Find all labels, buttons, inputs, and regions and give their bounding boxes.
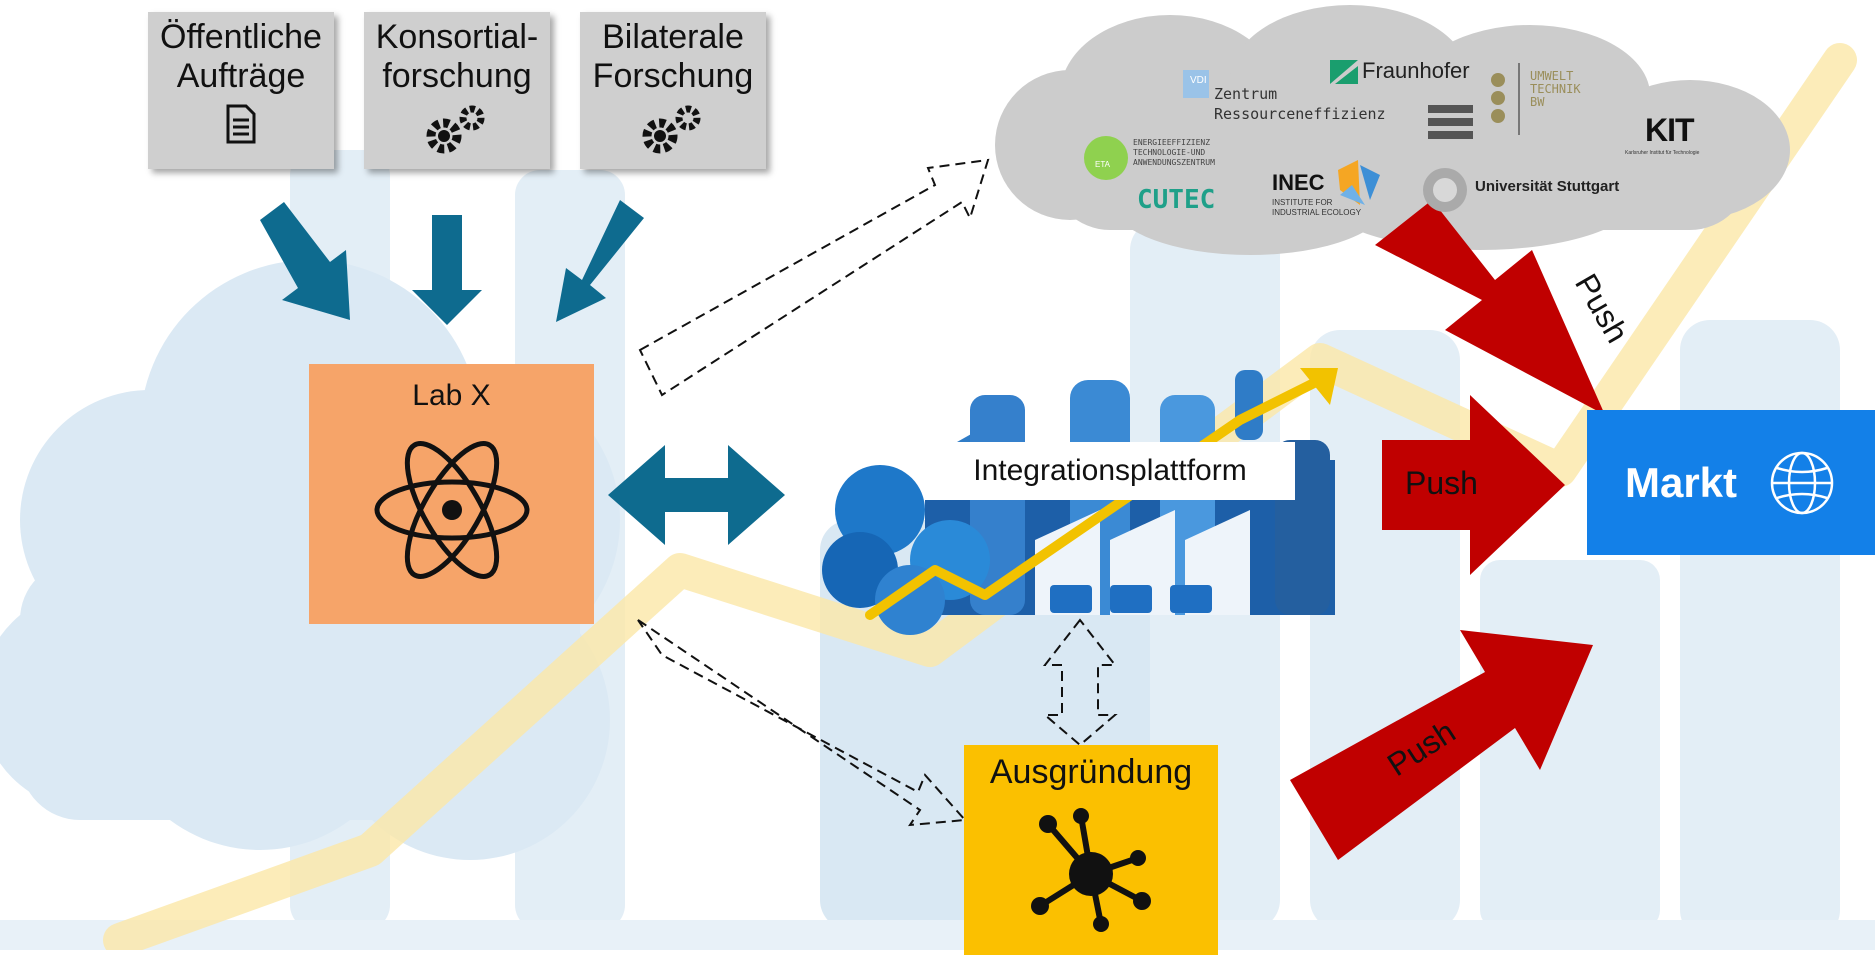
push-arrows xyxy=(1290,200,1605,860)
logo-graphics xyxy=(1084,60,1520,212)
funding-box-consortial: Konsortial- forschung xyxy=(364,12,550,169)
spinoff-box: Ausgründung xyxy=(964,745,1218,955)
document-icon xyxy=(226,104,256,144)
kit-subtitle: Karlsruher Institut für Technologie xyxy=(1625,150,1700,156)
funding-line1: Öffentliche xyxy=(160,18,322,56)
eta-logo-text: ETA xyxy=(1095,160,1110,169)
market-label: Markt xyxy=(1624,458,1738,506)
funding-box-public: Öffentliche Aufträge xyxy=(148,12,334,169)
lab-box: Lab X xyxy=(309,364,594,624)
gears-icon xyxy=(642,105,701,154)
funding-line2: Aufträge xyxy=(176,57,306,95)
vdi-zentrum-text: Zentrum xyxy=(1214,85,1278,103)
fraunhofer-logo-mark xyxy=(1330,60,1358,84)
gears-icon xyxy=(426,105,485,154)
globe-icon xyxy=(1770,451,1834,514)
eta-logo-mark xyxy=(1084,136,1128,180)
spinoff-label: Ausgründung xyxy=(989,753,1193,791)
push-arrow-bottom xyxy=(1290,630,1593,860)
funding-box-bilateral: Bilaterale Forschung xyxy=(580,12,766,169)
vdi-ressource-text: Ressourceneffizienz xyxy=(1214,105,1386,123)
funding-line1: Bilaterale xyxy=(602,18,744,56)
zentrum-logo-mark xyxy=(1428,105,1473,113)
push-arrow-middle xyxy=(1382,395,1565,575)
vdi-logo-mark xyxy=(1183,70,1209,98)
integration-label: Integrationsplattform xyxy=(925,442,1295,500)
lab-label: Lab X xyxy=(412,379,491,412)
factory-icon xyxy=(822,368,1338,635)
atom-icon xyxy=(374,441,529,579)
funding-line1: Konsortial- xyxy=(375,18,539,56)
bw-lion-mark xyxy=(1491,73,1505,87)
inec-logo: INEC xyxy=(1272,170,1325,195)
eta-logo: ENERGIEEFFIZIENZ TECHNOLOGIE-UND ANWENDU… xyxy=(1133,138,1215,167)
cutec-logo: CUTEC xyxy=(1137,185,1216,215)
push-label-middle: Push xyxy=(1405,465,1478,501)
umwelttechnik-logo: UMWELT TECHNIK BW xyxy=(1530,69,1581,109)
fraunhofer-logo: Fraunhofer xyxy=(1362,58,1470,83)
stuttgart-logo: Universität Stuttgart xyxy=(1475,178,1620,195)
inec-subtitle: INSTITUTE FOR INDUSTRIAL ECOLOGY xyxy=(1272,198,1362,217)
push-arrow-top xyxy=(1375,200,1605,415)
network-icon xyxy=(1031,808,1151,932)
funding-arrows xyxy=(260,200,644,325)
kit-logo: KIT xyxy=(1645,112,1695,148)
background-trend-line xyxy=(103,43,1857,950)
partner-cloud xyxy=(995,5,1790,255)
funding-line2: forschung xyxy=(382,57,532,95)
dashed-arrows xyxy=(637,158,1118,827)
lab-integration-double-arrow xyxy=(608,445,785,545)
vdi-logo: VDI xyxy=(1190,75,1207,86)
funding-line2: Forschung xyxy=(592,57,754,95)
market-box: Markt xyxy=(1587,410,1875,555)
